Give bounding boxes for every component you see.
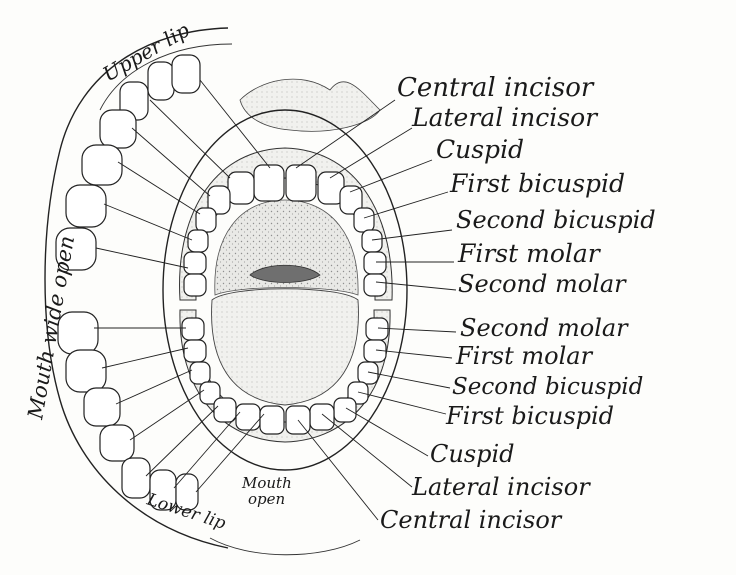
label-mouth-open-line2: open <box>248 490 285 508</box>
tongue <box>212 289 359 405</box>
chin-outline <box>210 538 360 555</box>
label-lower-first-bicuspid: First bicuspid <box>445 402 614 430</box>
label-upper-central-incisor: Central incisor <box>397 73 595 103</box>
label-upper-lateral-incisor: Lateral incisor <box>411 103 599 132</box>
label-upper-second-bicuspid: Second bicuspid <box>456 206 656 234</box>
label-lower-cuspid: Cuspid <box>430 440 515 468</box>
label-lower-lateral-incisor: Lateral incisor <box>411 473 591 501</box>
label-lower-second-molar: Second molar <box>460 314 629 342</box>
label-upper-first-bicuspid: First bicuspid <box>449 169 625 198</box>
lower-label-group: Second molar First molar Second bicuspid… <box>380 314 643 534</box>
label-upper-cuspid: Cuspid <box>436 135 524 164</box>
upper-label-group: Central incisor Lateral incisor Cuspid F… <box>397 73 656 298</box>
palate-top-shading <box>240 79 380 131</box>
label-lower-first-molar: First molar <box>455 342 594 370</box>
label-upper-second-molar: Second molar <box>458 270 627 298</box>
label-lower-central-incisor: Central incisor <box>380 506 563 534</box>
label-upper-first-molar: First molar <box>457 239 602 268</box>
label-lower-second-bicuspid: Second bicuspid <box>452 374 643 400</box>
